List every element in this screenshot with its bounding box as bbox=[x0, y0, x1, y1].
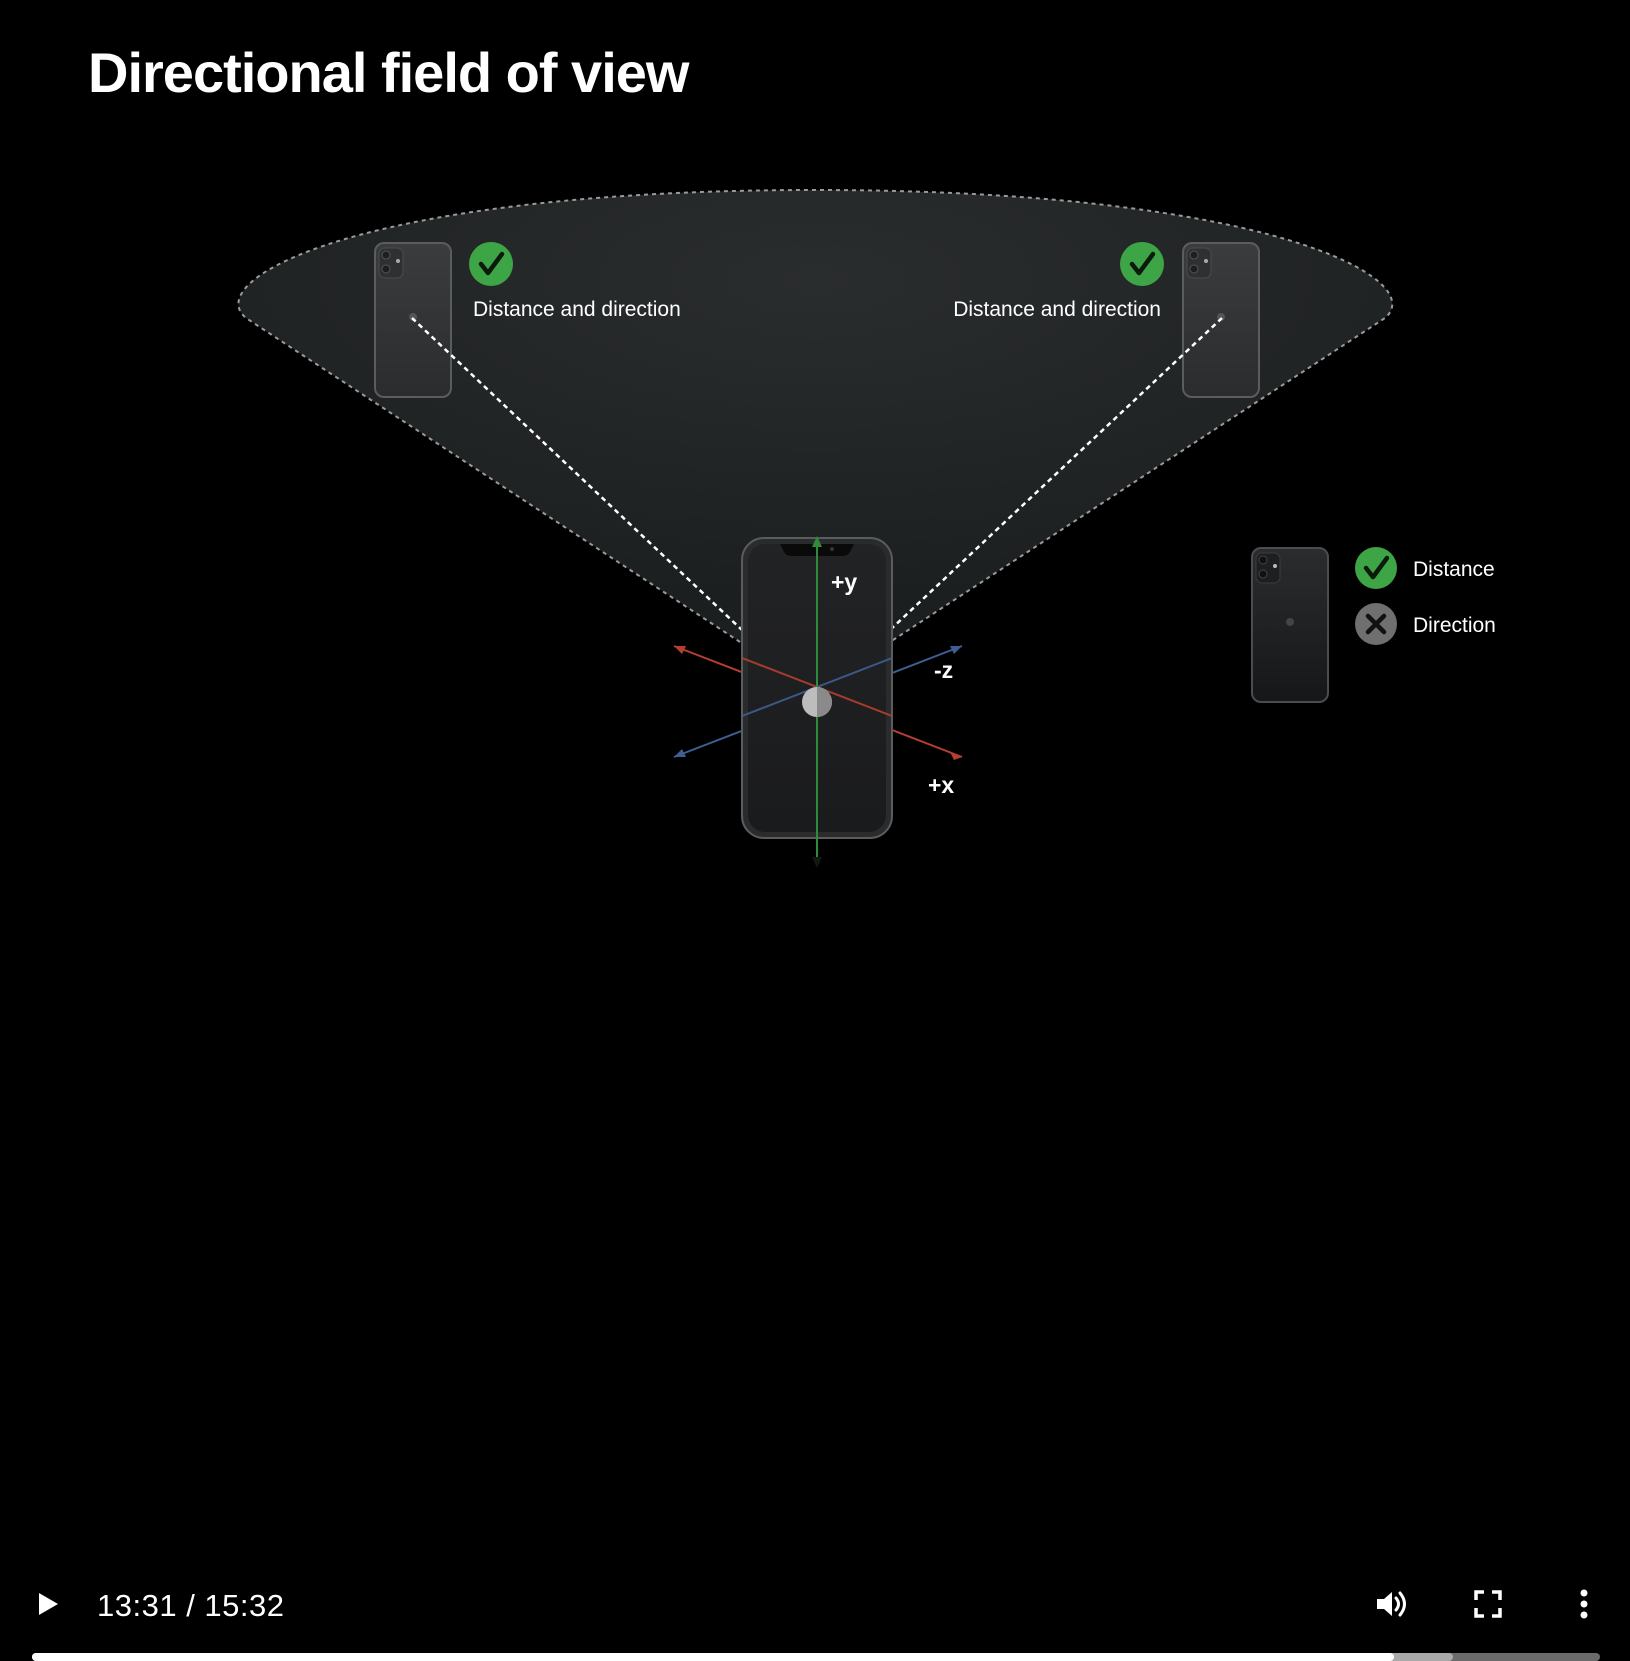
more-options-button[interactable] bbox=[1562, 1582, 1606, 1626]
axis-x-label: +x bbox=[928, 772, 954, 798]
legend-check-icon bbox=[1355, 547, 1397, 589]
progress-played bbox=[32, 1653, 1394, 1661]
field-of-view-cone bbox=[237, 188, 1394, 643]
connection-line-left bbox=[411, 317, 743, 631]
volume-icon bbox=[1377, 1591, 1406, 1617]
play-icon bbox=[39, 1593, 58, 1615]
play-button[interactable] bbox=[26, 1582, 70, 1626]
connection-line-right bbox=[889, 317, 1223, 631]
current-time: 13:31 bbox=[97, 1588, 178, 1623]
video-controls: 13:31 / 15:32 bbox=[0, 780, 1630, 1661]
axis-y-label: +y bbox=[831, 569, 857, 595]
volume-button[interactable] bbox=[1370, 1582, 1414, 1626]
fullscreen-button[interactable] bbox=[1466, 1582, 1510, 1626]
check-icon bbox=[469, 242, 513, 286]
field-of-view-diagram: Distance and direction Distance and dire… bbox=[237, 188, 1496, 868]
more-vertical-icon bbox=[1580, 1589, 1588, 1619]
axis-z-label: -z bbox=[934, 657, 953, 683]
legend-phone bbox=[1251, 547, 1329, 703]
check-icon bbox=[1120, 242, 1164, 286]
slide-title: Directional field of view bbox=[88, 41, 689, 104]
duration: 15:32 bbox=[204, 1588, 285, 1623]
legend-cross-icon bbox=[1355, 603, 1397, 645]
legend-direction-label: Direction bbox=[1413, 614, 1496, 637]
legend-distance-label: Distance bbox=[1413, 558, 1495, 581]
time-display: 13:31 / 15:32 bbox=[97, 1588, 285, 1624]
progress-bar[interactable] bbox=[32, 1653, 1600, 1661]
origin-marker bbox=[802, 687, 832, 717]
time-separator: / bbox=[177, 1588, 205, 1623]
fullscreen-icon bbox=[1474, 1590, 1502, 1618]
right-phone-label: Distance and direction bbox=[953, 298, 1161, 321]
left-phone-label: Distance and direction bbox=[473, 298, 681, 321]
